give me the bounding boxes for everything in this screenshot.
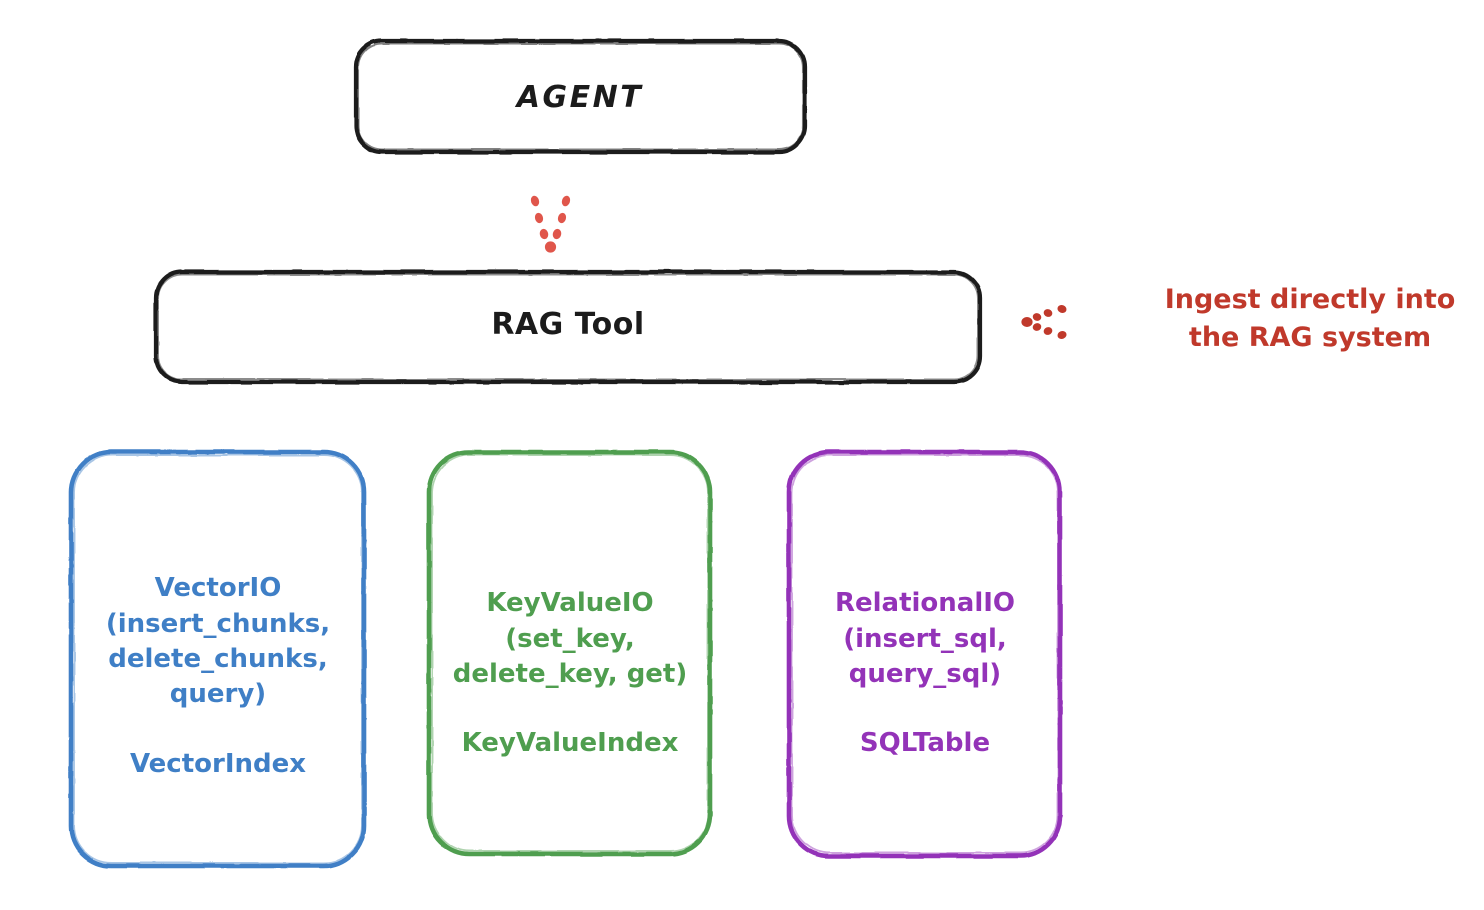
ingest-annotation-label: Ingest directly into the RAG system xyxy=(1164,284,1456,354)
rag-tool-box-outline xyxy=(153,269,983,385)
rag-tool-node[interactable] xyxy=(153,269,983,385)
relational-io-box-outline-secondary xyxy=(791,454,1059,854)
agent-box-outline-secondary xyxy=(356,42,805,151)
agent-node[interactable] xyxy=(353,38,808,155)
relational-io-box-outline xyxy=(786,449,1063,859)
arrowhead-left-icon xyxy=(1021,304,1067,340)
vector-io-box-outline-secondary xyxy=(73,454,363,864)
key-value-io-box-outline-secondary xyxy=(431,454,709,852)
edge-ingest-annotation-to-rag-tool xyxy=(1021,304,1124,340)
rag-tool-box-outline-secondary xyxy=(157,273,979,381)
agent-box-outline xyxy=(353,38,808,155)
key-value-io-box-outline xyxy=(426,449,713,857)
vector-io-box-outline xyxy=(68,449,367,869)
vector-io-node[interactable] xyxy=(68,449,367,869)
arrowhead-down-icon xyxy=(530,195,571,253)
key-value-io-node[interactable] xyxy=(426,449,713,857)
edge-agent-to-rag-tool xyxy=(530,166,571,253)
relational-io-node[interactable] xyxy=(786,449,1063,859)
